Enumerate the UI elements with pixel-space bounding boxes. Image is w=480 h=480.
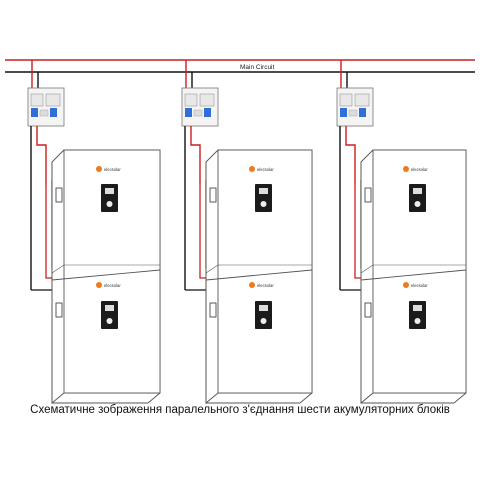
power-button-icon bbox=[260, 201, 267, 207]
battery-cabinet-1 bbox=[51, 149, 161, 404]
rack-2: elecsolar elecsolar bbox=[181, 60, 313, 404]
brand-label: elecsolar bbox=[104, 283, 121, 288]
brand-logo-icon bbox=[249, 282, 255, 288]
rack-3: elecsolar elecsolar bbox=[336, 60, 467, 404]
main-circuit-label: Main Circuit bbox=[240, 64, 275, 71]
brand-label: elecsolar bbox=[257, 283, 274, 288]
battery-module-3: elecsolar bbox=[209, 166, 274, 212]
rack-1: elecsolar elecsolar bbox=[27, 60, 161, 404]
power-button-icon bbox=[106, 318, 113, 324]
battery-module-2: elecsolar bbox=[55, 282, 121, 329]
battery-module-6: elecsolar bbox=[364, 282, 428, 329]
power-button-icon bbox=[414, 201, 421, 207]
battery-cabinet-3 bbox=[360, 149, 467, 404]
brand-logo-icon bbox=[249, 166, 255, 172]
brand-logo-icon bbox=[96, 166, 102, 172]
brand-logo-icon bbox=[403, 282, 409, 288]
diagram-caption: Схематичне зображення паралельного з'єдн… bbox=[30, 404, 450, 416]
brand-label: elecsolar bbox=[411, 167, 428, 172]
brand-logo-icon bbox=[96, 282, 102, 288]
power-button-icon bbox=[414, 318, 421, 324]
power-button-icon bbox=[106, 201, 113, 207]
power-button-icon bbox=[260, 318, 267, 324]
brand-logo-icon bbox=[403, 166, 409, 172]
brand-label: elecsolar bbox=[104, 167, 121, 172]
circuit-breaker-1 bbox=[27, 87, 65, 127]
battery-module-1: elecsolar bbox=[55, 166, 121, 212]
brand-label: elecsolar bbox=[411, 283, 428, 288]
circuit-breaker-2 bbox=[181, 87, 219, 127]
circuit-breaker-3 bbox=[336, 87, 374, 127]
battery-module-5: elecsolar bbox=[364, 166, 428, 212]
brand-label: elecsolar bbox=[257, 167, 274, 172]
battery-module-4: elecsolar bbox=[209, 282, 274, 329]
